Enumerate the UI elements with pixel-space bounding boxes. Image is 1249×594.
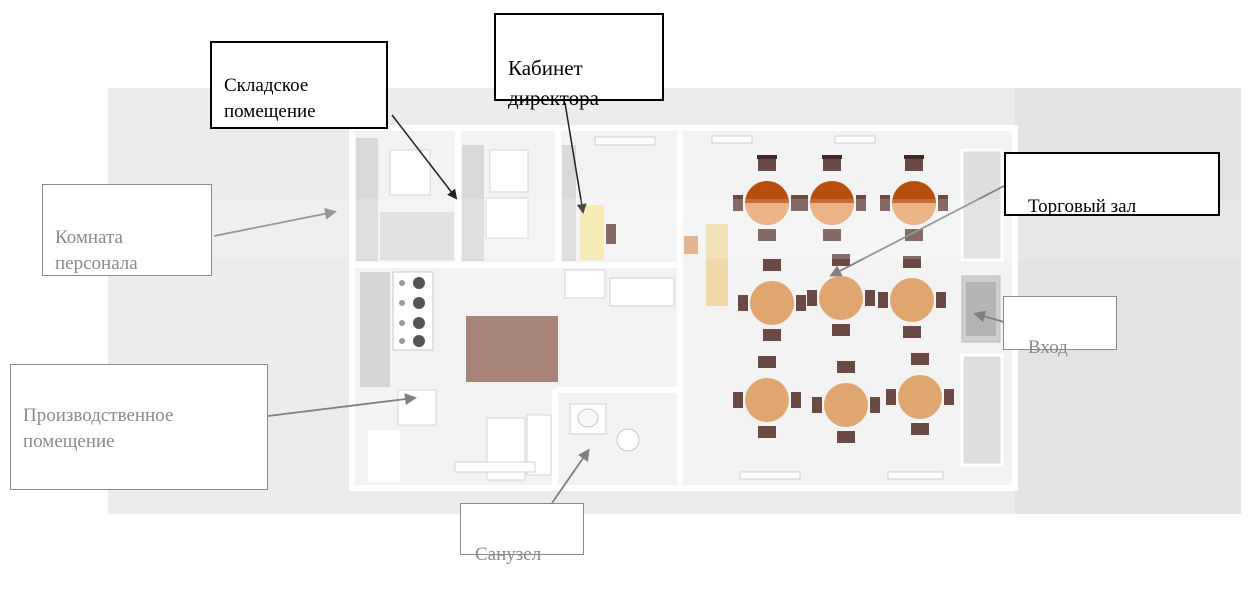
arrow-staff <box>213 207 337 237</box>
label-sales-text: Торговый зал <box>1028 196 1137 217</box>
chair-top-1 <box>823 159 841 171</box>
chair-left-1 <box>798 195 808 211</box>
storage-room <box>462 145 529 261</box>
dining-table-7 <box>824 383 868 427</box>
label-staff-room: Комната персонала <box>42 184 212 276</box>
chair-right-8 <box>944 389 954 405</box>
chair-right-3 <box>796 295 806 311</box>
chair-top-5 <box>903 256 921 268</box>
production-table <box>466 316 558 382</box>
dining-table-4 <box>819 276 863 320</box>
chair-right-0 <box>791 195 801 211</box>
label-arrows <box>213 102 1005 504</box>
chair-bottom-3 <box>763 329 781 341</box>
chair-left-0 <box>733 195 743 211</box>
label-bathroom: Санузел <box>460 503 584 565</box>
label-storage-text: Складское помещение <box>224 75 316 122</box>
chair-right-2 <box>938 195 948 211</box>
arrow-production <box>267 393 417 417</box>
label-director-text: Кабинет директора <box>508 56 599 110</box>
arrow-director <box>564 102 587 214</box>
label-storage-room: Складское помещение <box>210 41 388 129</box>
chair-top-0 <box>758 159 776 171</box>
director-desk <box>580 205 604 260</box>
label-bathroom-text: Санузел <box>475 544 542 565</box>
sales-hall <box>684 135 1004 480</box>
chair-bottom-6 <box>758 426 776 438</box>
chair-right-1 <box>856 195 866 211</box>
chair-top-7 <box>837 361 855 373</box>
label-staff-text: Комната персонала <box>55 227 138 274</box>
arrow-sales <box>829 185 1005 277</box>
chair-left-8 <box>886 389 896 405</box>
production-room <box>360 269 675 482</box>
table-highlight-1 <box>810 203 854 225</box>
chair-right-4 <box>865 290 875 306</box>
chair-left-4 <box>807 290 817 306</box>
table-highlight-2 <box>892 203 936 225</box>
dining-table-6 <box>745 378 789 422</box>
table-highlight-0 <box>745 203 789 225</box>
chair-left-6 <box>733 392 743 408</box>
chair-top-8 <box>911 353 929 365</box>
chair-top-6 <box>758 356 776 368</box>
arrow-bathroom <box>551 448 590 504</box>
chair-bottom-5 <box>903 326 921 338</box>
label-entrance-text: Вход <box>1028 337 1068 358</box>
dining-table-5 <box>890 278 934 322</box>
chair-top-2 <box>905 159 923 171</box>
chair-back-2 <box>904 155 924 159</box>
dining-table-8 <box>898 375 942 419</box>
chair-bottom-8 <box>911 423 929 435</box>
dining-tables <box>733 155 954 443</box>
staff-room <box>356 138 454 261</box>
chair-bottom-4 <box>832 324 850 336</box>
chair-top-3 <box>763 259 781 271</box>
counter <box>706 224 728 306</box>
director-office <box>562 136 656 261</box>
stove <box>392 271 434 351</box>
arrow-storage <box>391 114 458 200</box>
label-sales-hall: Торговый зал <box>1004 152 1220 217</box>
chair-top-4 <box>832 254 850 266</box>
chair-back-1 <box>822 155 842 159</box>
chair-left-5 <box>878 292 888 308</box>
chair-bottom-2 <box>905 229 923 241</box>
arrow-entrance <box>973 310 1005 323</box>
chair-right-5 <box>936 292 946 308</box>
chair-back-0 <box>757 155 777 159</box>
label-production-room: Производственное помещение <box>10 364 268 490</box>
chair-left-2 <box>880 195 890 211</box>
chair-right-7 <box>870 397 880 413</box>
chair-left-3 <box>738 295 748 311</box>
chair-bottom-1 <box>823 229 841 241</box>
dining-table-3 <box>750 281 794 325</box>
chair-bottom-7 <box>837 431 855 443</box>
label-director-office: Кабинет директора <box>494 13 664 110</box>
label-production-text: Производственное помещение <box>23 405 174 452</box>
chair-left-7 <box>812 397 822 413</box>
bathroom <box>569 403 640 452</box>
chair-right-6 <box>791 392 801 408</box>
label-entrance: Вход <box>1003 296 1117 358</box>
chair-bottom-0 <box>758 229 776 241</box>
